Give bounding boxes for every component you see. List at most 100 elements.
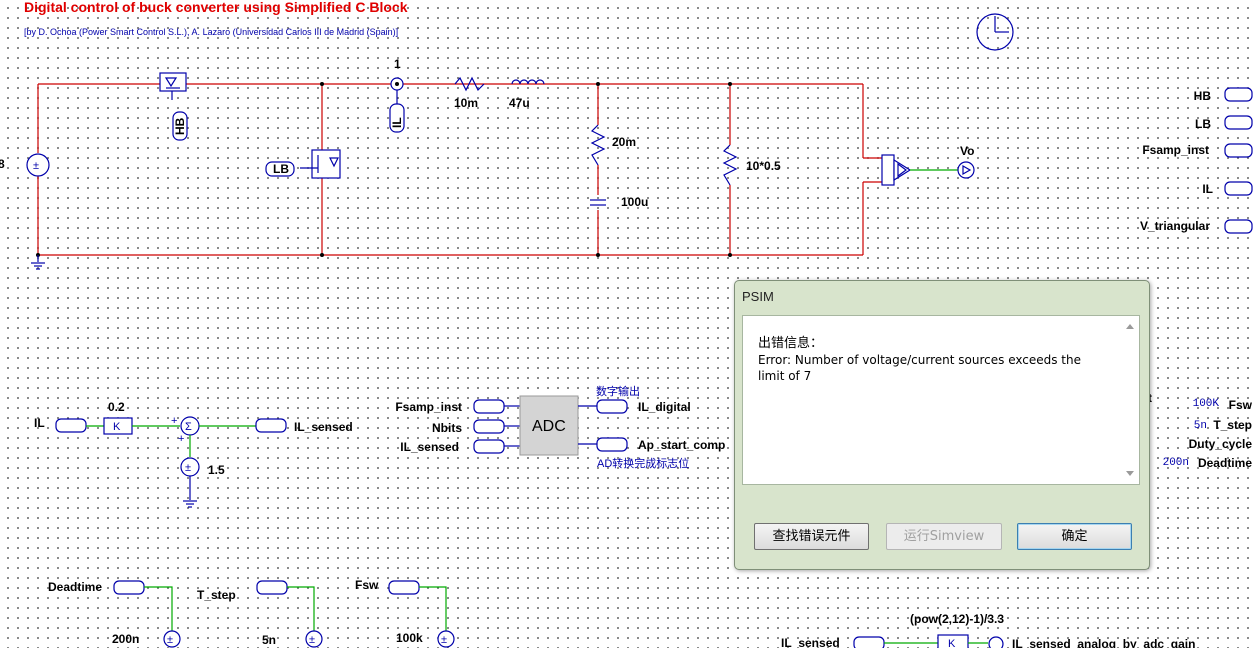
svg-text:Fsw: Fsw xyxy=(355,578,379,592)
svg-text:Fsamp_inst: Fsamp_inst xyxy=(1142,143,1209,157)
svg-text:±: ± xyxy=(185,462,191,474)
junction-dots xyxy=(36,82,732,257)
error-message-box[interactable]: 出错信息： Error: Number of voltage/current s… xyxy=(742,315,1140,485)
svg-text:K: K xyxy=(948,638,956,648)
svg-text:IL_digital: IL_digital xyxy=(638,400,691,414)
inductor[interactable] xyxy=(511,79,545,85)
sense-input-label: IL xyxy=(34,416,45,430)
ok-button[interactable]: 确定 xyxy=(1017,523,1132,550)
svg-text:Fsamp_inst: Fsamp_inst xyxy=(395,400,462,414)
adc-block[interactable]: ADC xyxy=(519,395,579,456)
svg-text:HB: HB xyxy=(1194,89,1212,103)
svg-text:±: ± xyxy=(167,634,173,646)
svg-text:100K: 100K xyxy=(1193,398,1220,410)
high-side-mosfet[interactable] xyxy=(159,72,187,100)
capacitor-value: 100u xyxy=(621,195,648,209)
run-simview-button[interactable]: 运行Simview xyxy=(886,523,1002,550)
svg-text:±: ± xyxy=(33,160,39,172)
right-labels: HB LB Fsamp_inst IL V_triangular xyxy=(1140,89,1213,233)
ground-symbol xyxy=(31,255,45,270)
adc-output-labels: IL_digital Ap_start_comp xyxy=(638,400,725,452)
gain-value: 0.2 xyxy=(108,400,125,414)
capacitor[interactable] xyxy=(590,199,606,206)
adc-gain-formula: (pow(2,12)-1)/3.3 xyxy=(910,612,1004,626)
params-right: 100K Fsw 5n T_step Duty_cycle 200n Deadt… xyxy=(1163,398,1253,470)
voltage-sensor[interactable] xyxy=(881,154,912,186)
clock-icon[interactable] xyxy=(976,13,1014,51)
load-value: 10*0.5 xyxy=(746,159,781,173)
adc-input-boxes[interactable] xyxy=(473,399,520,454)
node-1-label: 1 xyxy=(394,57,401,71)
scroll-up-icon[interactable] xyxy=(1126,324,1134,329)
adc-gain-probe[interactable] xyxy=(988,636,1004,648)
param-fsw[interactable]: Fsw ± 100k xyxy=(355,578,455,648)
offset-value: 1.5 xyxy=(208,463,225,477)
author-byline: [by D. Ochoa (Power Smart Control S.L.),… xyxy=(24,27,398,37)
error-message-title: 出错信息： xyxy=(758,336,824,351)
message-scrollbar[interactable] xyxy=(1121,316,1139,484)
param-partial-char: t xyxy=(1148,391,1152,405)
svg-text:ADC: ADC xyxy=(532,418,566,435)
svg-text:IL: IL xyxy=(1202,182,1213,196)
il-sensed-output-box[interactable] xyxy=(255,418,287,433)
param-deadtime[interactable]: Deadtime ± 200n xyxy=(48,580,181,648)
esr-value: 20m xyxy=(612,135,636,149)
right-label-boxes[interactable] xyxy=(1224,87,1253,234)
svg-text:±: ± xyxy=(309,634,315,646)
psim-error-dialog[interactable]: PSIM 出错信息： Error: Number of voltage/curr… xyxy=(734,280,1150,570)
adc-output-boxes[interactable] xyxy=(578,399,628,452)
svg-text:LB: LB xyxy=(273,162,289,176)
adc-gain-output-label: IL_sensed_analog_by_adc_gain xyxy=(1012,637,1195,648)
lb-gate-label[interactable]: LB xyxy=(265,161,295,177)
ground-symbol-sense xyxy=(183,500,197,508)
svg-text:5n: 5n xyxy=(262,633,276,647)
svg-text:Σ: Σ xyxy=(185,421,192,433)
svg-text:+: + xyxy=(178,433,184,445)
load-resistor[interactable] xyxy=(722,144,738,186)
sense-output-label: IL_sensed xyxy=(294,420,353,434)
page-title: Digital control of buck converter using … xyxy=(24,0,408,15)
svg-text:Deadtime: Deadtime xyxy=(48,580,102,594)
adc-gain-input-box[interactable] xyxy=(853,636,885,648)
dialog-title: PSIM xyxy=(742,289,774,304)
adc-input-labels: Fsamp_inst Nbits IL_sensed xyxy=(395,400,462,454)
offset-source[interactable]: ± xyxy=(180,457,200,477)
sense-input-box[interactable] xyxy=(55,418,87,433)
dc-voltage-source[interactable]: ± xyxy=(26,153,50,177)
svg-text:Ap_start_comp: Ap_start_comp xyxy=(638,438,725,452)
svg-text:100k: 100k xyxy=(396,631,423,645)
gain-block[interactable]: K xyxy=(103,417,133,435)
adc-annotation-top: 数字输出 xyxy=(596,384,640,398)
vo-label: Vo xyxy=(960,144,974,158)
svg-text:LB: LB xyxy=(1195,117,1211,131)
inductor-value: 47u xyxy=(509,96,530,110)
svg-text:IL_sensed: IL_sensed xyxy=(400,440,459,454)
resistor-value: 10m xyxy=(454,96,478,110)
il-probe-label: IL xyxy=(390,117,404,128)
param-t-step[interactable]: T_step ± 5n xyxy=(197,580,323,648)
low-side-mosfet[interactable] xyxy=(300,149,341,179)
source-value: 8 xyxy=(0,157,5,171)
series-resistor[interactable] xyxy=(454,76,485,92)
svg-text:HB: HB xyxy=(173,117,187,135)
adc-gain-block[interactable]: K xyxy=(937,634,969,648)
vo-probe[interactable] xyxy=(957,161,975,179)
summer-block[interactable]: Σ + + xyxy=(171,415,200,445)
svg-text:200n: 200n xyxy=(112,632,139,646)
adc-gain-input-label: IL_sensed xyxy=(781,636,840,648)
find-error-element-button[interactable]: 查找错误元件 xyxy=(754,523,869,550)
svg-text:200n: 200n xyxy=(1163,457,1189,469)
svg-text:+: + xyxy=(171,415,177,427)
esr-resistor[interactable] xyxy=(590,124,606,166)
svg-text:V_triangular: V_triangular xyxy=(1140,219,1210,233)
svg-text:Fsw: Fsw xyxy=(1229,398,1253,412)
hb-gate-label[interactable]: HB xyxy=(172,111,188,141)
scroll-down-icon[interactable] xyxy=(1126,471,1134,476)
svg-text:T_step: T_step xyxy=(197,588,236,602)
current-sensor[interactable] xyxy=(389,77,405,133)
svg-text:5n: 5n xyxy=(1194,420,1207,432)
svg-text:T_step: T_step xyxy=(1213,418,1252,432)
svg-text:K: K xyxy=(113,421,121,433)
svg-text:Deadtime: Deadtime xyxy=(1198,456,1252,470)
